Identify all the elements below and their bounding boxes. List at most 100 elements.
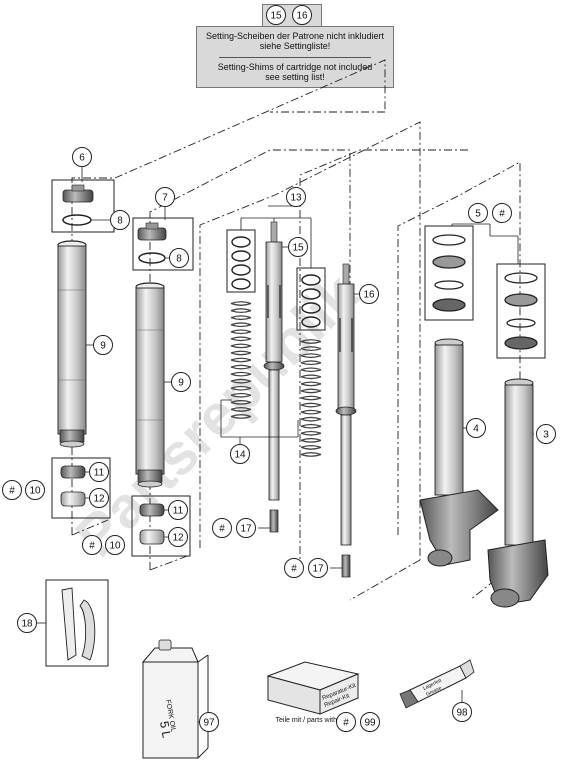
callout-11-left: 11: [89, 462, 109, 482]
callout-17-right-hash-circle: [284, 558, 304, 578]
callout-98: 98: [452, 702, 472, 722]
parts-with-caption: Teile mit / parts with: [275, 717, 337, 724]
callout-6-label: 6: [79, 153, 85, 164]
callout-97-circle: [199, 712, 219, 732]
callout-12-right: 12: [168, 527, 188, 547]
callout-6-circle: [72, 147, 92, 167]
callout-10-right: 10: [105, 535, 125, 555]
callout-9-left-label: 9: [100, 341, 106, 352]
callout-3-circle: [536, 424, 556, 444]
callout-4-circle: [466, 418, 486, 438]
callout-7: 7: [155, 187, 175, 207]
repair-kit-box-99: Reparatur-Kit Repair-Kit: [266, 661, 360, 715]
note-separator: [219, 57, 371, 58]
callout-10-left-hash-circle: [2, 480, 22, 500]
bushing-kit-5-right: [496, 263, 546, 359]
callout-98-circle: [452, 702, 472, 722]
callout-99-hash-label: #: [343, 718, 349, 729]
callout-10-right-hash-label: #: [89, 541, 95, 552]
callout-14-circle: [230, 444, 250, 464]
callout-15-top: 15: [266, 5, 286, 25]
callout-13: 13: [286, 187, 306, 207]
outer-tube-9-left: [57, 240, 87, 448]
grease-tube-98: Lagerfett Grease: [399, 659, 475, 709]
spring-14-left: [230, 301, 252, 419]
callout-10-right-hash-circle: [82, 535, 102, 555]
callout-18: 18: [17, 613, 37, 633]
callout-17-left-hash-circle: [212, 518, 232, 538]
inner-leg-3: [487, 378, 549, 608]
callout-97: 97: [199, 712, 219, 732]
callout-11-right: 11: [168, 500, 188, 520]
callout-10-left-hash-label: #: [9, 486, 15, 497]
callout-8-left-label: 8: [117, 216, 123, 227]
callout-18-circle: [17, 613, 37, 633]
callout-16: 16: [359, 284, 379, 304]
callout-10-left-label: 10: [29, 486, 41, 497]
callout-17-right-label: 17: [312, 564, 324, 575]
callout-10-left: 10: [25, 480, 45, 500]
bushing-kit-5-left: [424, 225, 474, 321]
callout-10-right-circle: [105, 535, 125, 555]
callout-17-right-hash: #: [284, 558, 304, 578]
callout-5-circle: [468, 203, 488, 223]
callout-16-top-circle: [292, 5, 312, 25]
callout-5: 5: [468, 203, 488, 223]
note-german-line-1: Setting-Scheiben der Patrone nicht inklu…: [205, 31, 385, 41]
callout-17-left-hash-label: #: [219, 524, 225, 535]
callout-17-right: 17: [308, 558, 328, 578]
note-german-line-2: siehe Settingliste!: [259, 41, 331, 51]
callout-15-top-label: 15: [270, 11, 282, 22]
callout-7-label: 7: [162, 193, 168, 204]
callout-9-right-circle: [171, 372, 191, 392]
inner-leg-4: [419, 338, 499, 567]
spring-14-right: [300, 339, 322, 457]
callout-16-circle: [359, 284, 379, 304]
callout-12-left-label: 12: [93, 494, 105, 505]
callout-5-label: 5: [475, 209, 481, 220]
callout-9-right-label: 9: [178, 378, 184, 389]
callout-16-label: 16: [363, 290, 375, 301]
note-english-line-2: see setting list!: [265, 72, 325, 82]
callout-4-label: 4: [473, 424, 479, 435]
callout-13-label: 13: [290, 193, 302, 204]
callout-99: 99: [360, 712, 380, 732]
callout-11-left-label: 11: [94, 468, 105, 479]
cap-assembly-6: [51, 179, 115, 233]
callout-6: 6: [72, 147, 92, 167]
callout-16-top-label: 16: [296, 11, 308, 22]
callout-14: 14: [230, 444, 250, 464]
fork-protector-18: [45, 579, 109, 667]
seal-kit-10-left: [51, 457, 111, 519]
callout-15-top-circle: [266, 5, 286, 25]
callout-4: 4: [466, 418, 486, 438]
callout-12-right-circle: [168, 527, 188, 547]
callout-14-label: 14: [234, 450, 246, 461]
fork-oil-volume: 5 L: [157, 720, 174, 739]
callout-17-right-circle: [308, 558, 328, 578]
callout-16-top: 16: [292, 5, 312, 25]
callout-11-right-label: 11: [173, 506, 184, 517]
callout-15-circle: [288, 237, 308, 257]
shim-stack-13-left: [226, 229, 256, 293]
callout-15-label: 15: [292, 243, 304, 254]
callout-17-left-hash: #: [212, 518, 232, 538]
callout-17-right-hash-label: #: [291, 564, 297, 575]
outer-tube-9-right: [135, 282, 165, 488]
callout-10-left-hash: #: [2, 480, 22, 500]
setting-note-box: Setting-Scheiben der Patrone nicht inklu…: [196, 26, 394, 88]
callout-8-left-circle: [110, 210, 130, 230]
callout-8-right-circle: [169, 248, 189, 268]
callout-99-circle: [360, 712, 380, 732]
callout-12-right-label: 12: [172, 533, 184, 544]
callout-17-left-label: 17: [240, 524, 252, 535]
callout-12-left: 12: [89, 488, 109, 508]
callout-18-label: 18: [21, 619, 33, 630]
callout-9-left: 9: [93, 335, 113, 355]
callout-11-right-circle: [168, 500, 188, 520]
callout-99-hash: #: [336, 712, 356, 732]
callout-97-label: 97: [203, 718, 215, 729]
callout-3: 3: [536, 424, 556, 444]
callout-9-right: 9: [171, 372, 191, 392]
